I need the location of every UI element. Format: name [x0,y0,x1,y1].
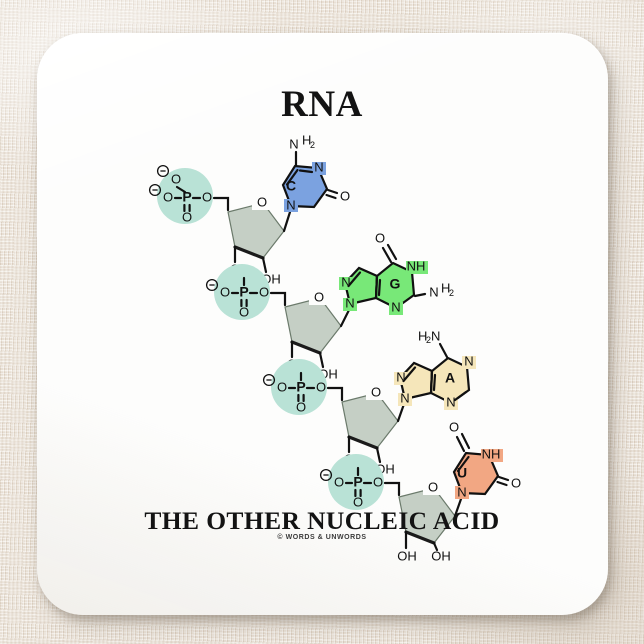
atom-P: P [239,284,248,300]
phosphate-group-3: O P O O [262,359,344,415]
charge-circle [262,373,276,387]
atom-OH: OH [431,548,451,563]
atom-O: O [334,474,344,489]
atom-N: N [431,328,440,343]
base-adenine: A N N N N H 2 N [394,328,476,410]
base-letter-A: A [445,370,455,386]
phosphate-group-4: O P O O [319,454,401,510]
atom-N: N [464,353,473,368]
copyright-credit: © WORDS & UNWORDS [277,534,367,541]
atom-O: O [220,284,230,299]
atom-N: N [391,299,400,314]
charge-circle [156,164,170,178]
phosphate-halo-3 [271,359,327,415]
atom-O: O [259,284,269,299]
base-uracil: U N NH O O [449,419,521,499]
atom-O: O [353,494,363,509]
atom-O: O [371,384,381,399]
atom-H: H [441,280,450,295]
atom-P: P [182,189,191,205]
atom-O: O [239,304,249,319]
atom-O: O [202,189,212,204]
ribose-ring-1: O OH O [227,194,292,286]
phosphate-halo-4 [328,454,384,510]
atom-O: O [277,379,287,394]
atom-O: O [449,419,459,434]
atom-O: O [163,189,173,204]
page-tagline: THE OTHER NUCLEIC ACID [144,506,500,535]
atom-NH: NH [482,446,501,461]
base-letter-C: C [286,178,296,194]
atom-P: P [353,474,362,490]
base-letter-G: G [390,276,401,292]
base-cytosine: C N N O N H 2 [281,132,350,212]
atom-subscript-2: 2 [449,288,454,298]
charge-circle [319,468,333,482]
atom-subscript-2: 2 [426,335,431,345]
atom-O: O [316,379,326,394]
ribose-ring-4: O OH OH [397,479,463,563]
charge-circle [205,278,219,292]
charge-circle [148,183,162,197]
atom-N: N [345,295,354,310]
atom-N: N [457,484,466,499]
atom-NH: NH [407,258,426,273]
ribose-pentagon [284,297,342,354]
atom-N: N [289,136,298,151]
atom-N: N [400,390,409,405]
base-letter-U: U [457,465,467,481]
atom-H: H [418,328,427,343]
atom-O: O [314,289,324,304]
atom-O: O [257,194,267,209]
atom-O: O [296,399,306,414]
atom-H: H [302,132,311,147]
phosphate-group-1: O O P O O [148,164,230,224]
atom-N: N [396,369,405,384]
atom-N: N [429,284,438,299]
atom-N: N [446,394,455,409]
base-guanine: G N N N NH O N H 2 [339,230,454,315]
phosphate-group-2: O P O O [205,264,287,320]
atom-P: P [296,379,305,395]
atom-O: O [340,188,350,203]
atom-OH: OH [397,548,417,563]
atom-N: N [286,197,295,212]
ribose-ring-2: O OH O [284,289,351,381]
atom-subscript-2: 2 [310,140,315,150]
atom-O: O [511,475,521,490]
ribose-pentagon [341,392,399,449]
atom-O: O [182,209,192,224]
phosphate-halo-1 [157,168,213,224]
atom-O: O [428,479,438,494]
atom-O: O [171,171,181,186]
atom-N: N [314,159,323,174]
phosphate-halo-2 [214,264,270,320]
ribose-pentagon [227,202,285,259]
atom-O: O [373,474,383,489]
atom-N: N [341,274,350,289]
atom-O: O [375,230,385,245]
page-title: RNA [281,84,363,125]
